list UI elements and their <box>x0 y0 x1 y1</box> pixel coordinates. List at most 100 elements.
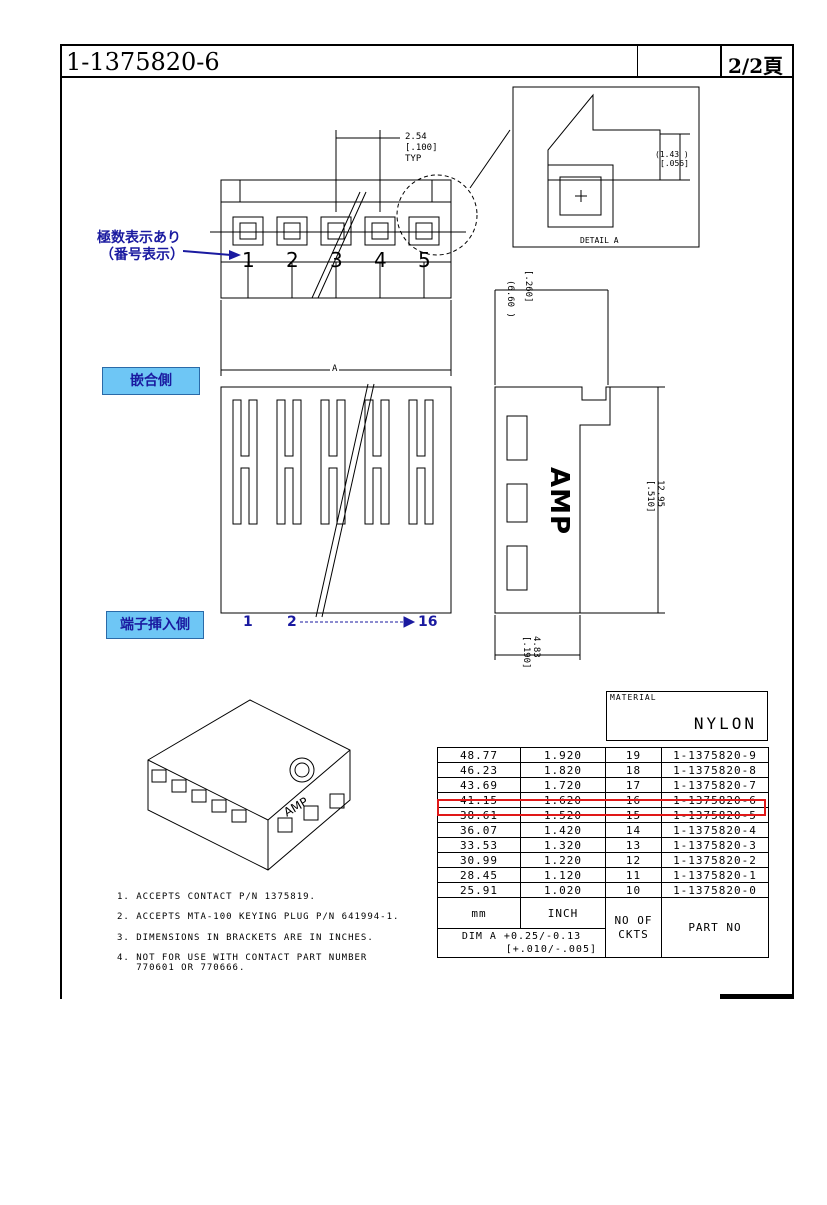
table-cell-ckts: 11 <box>605 867 662 883</box>
pin-seq-2: 2 <box>287 614 297 630</box>
pin-note-arrow-icon <box>183 250 241 260</box>
table-cell-part: 1-1375820-1 <box>661 867 769 883</box>
dim-a-label: A <box>330 364 340 374</box>
table-cell-part: 1-1375820-7 <box>661 777 769 793</box>
table-cell-inch: 1.720 <box>520 777 606 793</box>
table-cell-ckts: 18 <box>605 762 662 778</box>
table-cell-inch: 1.320 <box>520 837 606 853</box>
table-cell-part: 1-1375820-4 <box>661 822 769 838</box>
table-cell-mm: 46.23 <box>437 762 521 778</box>
top-pin-number-5: 5 <box>418 248 431 272</box>
height-dim-in: [.260] <box>523 270 533 303</box>
note-3: 3. DIMENSIONS IN BRACKETS ARE IN INCHES. <box>117 933 374 943</box>
table-dim-note-row: DIM A +0.25/-0.13 [+.010/-.005] <box>437 928 769 958</box>
pitch-dim-in: [.100] <box>405 143 438 153</box>
table-cell-mm: 48.77 <box>437 747 521 763</box>
isometric-view <box>147 699 351 871</box>
frame-top-border <box>60 44 794 46</box>
title-cell-divider <box>720 44 722 77</box>
pin-legs <box>247 262 425 298</box>
table-cell-mm: 36.07 <box>437 822 521 838</box>
header-mm: mm <box>437 897 521 929</box>
mating-side-label: 嵌合側 <box>102 367 200 395</box>
note-1: 1. ACCEPTS CONTACT P/N 1375819. <box>117 892 316 902</box>
note-2: 2. ACCEPTS MTA-100 KEYING PLUG P/N 64199… <box>117 912 400 922</box>
detail-label: DETAIL A <box>580 236 619 245</box>
header-part: PART NO <box>661 897 769 958</box>
table-cell-mm: 43.69 <box>437 777 521 793</box>
detail-dim-in: [.056] <box>660 159 689 168</box>
table-cell-ckts: 14 <box>605 822 662 838</box>
top-view <box>210 129 511 299</box>
table-cell-ckts: 19 <box>605 747 662 763</box>
material-box: MATERIAL NYLON <box>606 691 768 741</box>
table-cell-part: 1-1375820-2 <box>661 852 769 868</box>
table-cell-part: 1-1375820-3 <box>661 837 769 853</box>
table-cell-inch: 1.420 <box>520 822 606 838</box>
side-view <box>494 289 665 660</box>
top-pin-number-4: 4 <box>374 248 387 272</box>
title-bar-divider <box>60 76 794 78</box>
length-dim-in: [.510] <box>645 480 655 513</box>
front-view <box>220 383 452 628</box>
dim-note-cell: DIM A +0.25/-0.13 [+.010/-.005] <box>437 928 606 958</box>
contact-cavities <box>232 216 440 246</box>
top-pin-number-3: 3 <box>330 248 343 272</box>
table-cell-inch: 1.920 <box>520 747 606 763</box>
pin-number-note-line1: 極数表示あり <box>97 230 181 246</box>
table-cell-inch: 1.220 <box>520 852 606 868</box>
pin-number-note-line2: （番号表示） <box>100 247 184 263</box>
pin-seq-1: 1 <box>243 614 253 630</box>
table-cell-inch: 1.820 <box>520 762 606 778</box>
length-dim-mm: 12.95 <box>655 480 665 508</box>
header-inch: INCH <box>520 897 606 929</box>
note-4-cont: 770601 OR 770666. <box>117 963 246 973</box>
top-pin-number-1: 1 <box>242 248 255 272</box>
footer-bar <box>720 994 794 999</box>
detail-a-view <box>512 86 700 248</box>
table-cell-part: 1-1375820-9 <box>661 747 769 763</box>
height-dim-mm: (6.60 ) <box>505 280 515 318</box>
pitch-dim-mm: 2.54 <box>405 132 427 142</box>
table-cell-part: 1-1375820-8 <box>661 762 769 778</box>
part-number-title: 1-1375820-6 <box>66 48 220 76</box>
top-pin-number-2: 2 <box>286 248 299 272</box>
note-4: 4. NOT FOR USE WITH CONTACT PART NUMBER <box>117 953 368 963</box>
table-cell-ckts: 10 <box>605 882 662 898</box>
pin-seq-end: 16 <box>418 614 438 630</box>
table-cell-ckts: 17 <box>605 777 662 793</box>
dim-note-line1: DIM A +0.25/-0.13 <box>461 931 582 942</box>
insert-side-label: 端子挿入側 <box>106 611 204 639</box>
table-cell-mm: 30.99 <box>437 852 521 868</box>
slots <box>232 399 434 525</box>
table-cell-mm: 28.45 <box>437 867 521 883</box>
highlight-row-box <box>437 799 766 816</box>
frame-right-border <box>792 44 794 999</box>
table-header-row: mm INCH NO OF CKTS PART NO <box>437 897 769 958</box>
detail-dim-mm: (1.43 ) <box>655 150 689 159</box>
header-ckts: NO OF CKTS <box>605 897 662 958</box>
amp-logo-side: AMP <box>544 466 575 536</box>
frame-left-border <box>60 44 62 999</box>
header-ckts-text: NO OF CKTS <box>614 913 653 941</box>
width-dim-in: [.190] <box>521 636 531 669</box>
table-cell-ckts: 12 <box>605 852 662 868</box>
table-cell-mm: 25.91 <box>437 882 521 898</box>
table-cell-inch: 1.020 <box>520 882 606 898</box>
pitch-dim-typ: TYP <box>405 154 422 164</box>
dim-note-line2: [+.010/-.005] <box>505 944 597 955</box>
width-dim-mm: 4.83 <box>531 636 541 658</box>
title-cell-divider <box>637 44 638 77</box>
material-value: NYLON <box>693 714 757 733</box>
page-number: 2/2頁 <box>728 54 784 78</box>
